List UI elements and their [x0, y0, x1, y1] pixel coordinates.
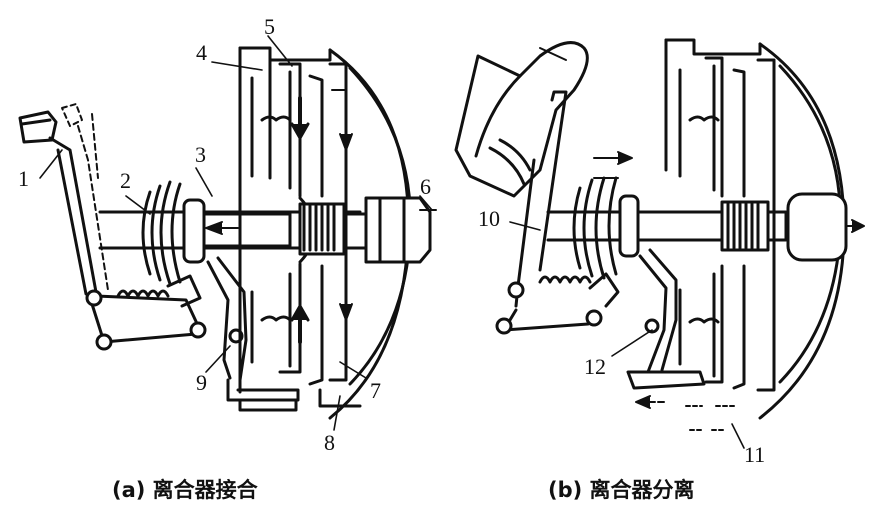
- label-5: 5: [264, 14, 275, 39]
- label-1: 1: [18, 166, 29, 191]
- diagram-a-engaged: [18, 35, 437, 431]
- label-4: 4: [196, 40, 207, 65]
- label-3: 3: [195, 142, 206, 167]
- label-8: 8: [324, 430, 335, 455]
- label-10: 10: [478, 206, 500, 231]
- label-9: 9: [196, 370, 207, 395]
- caption-b: (b) 离合器分离: [548, 478, 695, 502]
- label-12: 12: [584, 354, 606, 379]
- caption-a: (a) 离合器接合: [112, 478, 258, 502]
- label-11: 11: [744, 442, 766, 467]
- label-7: 7: [370, 378, 381, 403]
- label-2: 2: [120, 168, 131, 193]
- diagram-b-disengaged: [454, 38, 865, 449]
- label-6: 6: [420, 174, 431, 199]
